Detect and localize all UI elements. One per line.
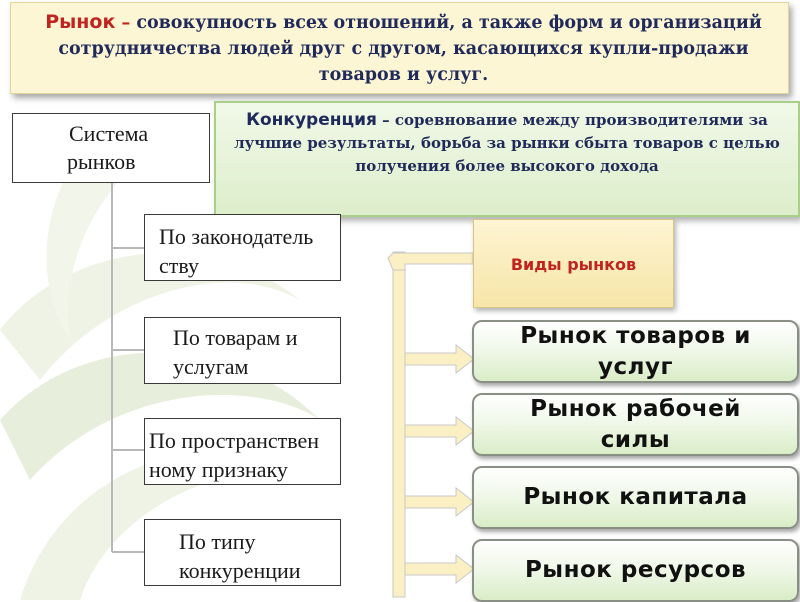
classification-competition-type: По типу конкуренции: [144, 519, 341, 586]
market-definition-text: совокупность всех отношений, а также фор…: [58, 13, 762, 85]
market-type-line1: Рынок рабочей: [530, 395, 741, 422]
classification-goods-services: По товарам и услугам: [144, 317, 341, 384]
market-types-title-box: Виды рынков: [473, 219, 674, 308]
classification-line1: По товарам и: [173, 325, 298, 350]
market-dash: –: [115, 13, 137, 33]
classification-line1: По типу: [179, 529, 256, 554]
competition-definition-text: – соревнование между производителями за …: [234, 111, 780, 175]
market-type-line1: Рынок ресурсов: [524, 557, 747, 583]
classification-spatial: По пространствен ному признаку: [144, 418, 341, 485]
market-type-resources: Рынок ресурсов: [472, 539, 799, 602]
market-type-line1: Рынок капитала: [523, 484, 748, 510]
market-type-labor: Рынок рабочей силы: [472, 393, 799, 456]
market-definition-box: Рынок – совокупность всех отношений, а т…: [10, 2, 789, 94]
market-term: Рынок: [45, 11, 116, 33]
classification-line1: По законодатель: [159, 224, 314, 249]
classification-line2: ному признаку: [149, 457, 288, 482]
classification-legislation: По законодатель ству: [144, 214, 341, 281]
market-type-goods-services: Рынок товаров и услуг: [472, 320, 799, 383]
classification-line1: По пространствен: [149, 428, 320, 453]
market-types-title: Виды рынков: [510, 255, 637, 274]
classification-line2: услугам: [173, 354, 249, 379]
market-type-line2: услуг: [598, 353, 673, 380]
market-type-line1: Рынок товаров и: [520, 322, 751, 349]
classification-line2: конкуренции: [179, 558, 301, 583]
market-system-line2: рынков: [67, 149, 136, 174]
market-system-box: Система рынков: [12, 113, 210, 183]
market-type-line2: силы: [600, 426, 671, 453]
market-type-capital: Рынок капитала: [472, 466, 799, 529]
competition-definition-box: Конкуренция – соревнование между произво…: [214, 101, 800, 217]
classification-line2: ству: [159, 253, 200, 278]
market-system-line1: Система: [69, 121, 149, 146]
competition-term: Конкуренция: [246, 110, 377, 130]
